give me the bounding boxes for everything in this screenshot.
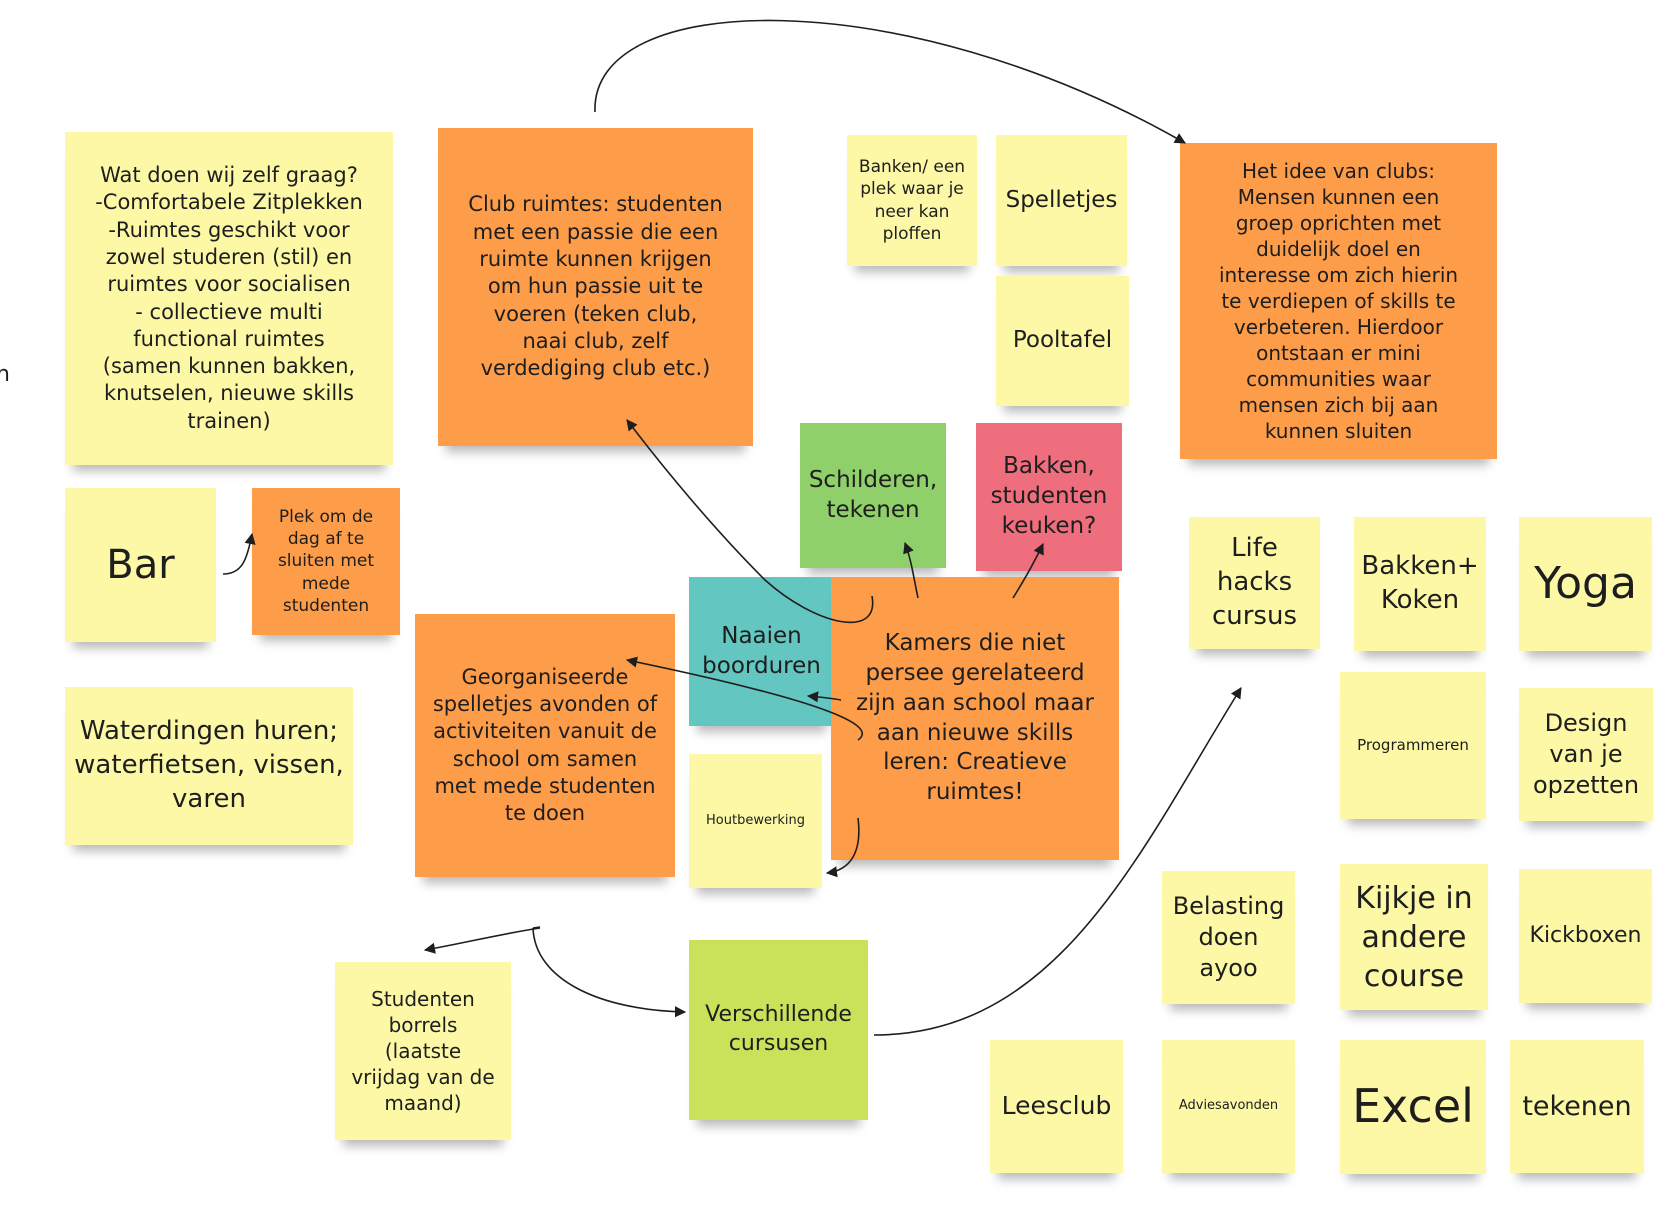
sticky-note-belasting[interactable]: Belasting doen ayoo [1162,871,1295,1004]
sticky-note-plek-om-de-dag[interactable]: Plek om de dag af te sluiten met mede st… [252,488,400,635]
sticky-note-houtbewerking[interactable]: Houtbewerking [689,754,822,888]
sticky-note-tekenen[interactable]: tekenen [1510,1040,1644,1173]
sticky-note-yoga[interactable]: Yoga [1519,517,1652,651]
sticky-note-kamers[interactable]: Kamers die niet persee gerelateerd zijn … [831,577,1119,860]
connector-club-to-idee[interactable] [594,19,1186,144]
sticky-note-programmeren[interactable]: Programmeren [1340,672,1486,819]
sticky-note-kickboxen[interactable]: Kickboxen [1519,869,1652,1003]
connector-georganiseerde-to-cursusen[interactable] [532,927,687,1018]
sticky-note-excel[interactable]: Excel [1340,1040,1486,1174]
connector-bar-to-plek[interactable] [222,532,256,575]
sticky-note-georganiseerde[interactable]: Georganiseerde spelletjes avonden of act… [415,614,675,877]
sticky-note-idee-clubs[interactable]: Het idee van clubs: Mensen kunnen een gr… [1180,143,1497,459]
sticky-note-studenten-borrels[interactable]: Studenten borrels (laatste vrijdag van d… [335,962,511,1140]
sticky-note-club-ruimtes[interactable]: Club ruimtes: studenten met een passie d… [438,128,753,446]
sticky-note-spelletjes[interactable]: Spelletjes [996,135,1127,266]
sticky-note-banken[interactable]: Banken/ een plek waar je neer kan ploffe… [847,135,977,266]
sticky-note-bakken-koken[interactable]: Bakken+ Koken [1354,517,1486,651]
sticky-note-bar[interactable]: Bar [65,488,216,642]
sticky-note-verschillende-cursusen[interactable]: Verschillende cursusen [689,940,868,1120]
sticky-note-leesclub[interactable]: Leesclub [990,1040,1123,1173]
sticky-note-life-hacks[interactable]: Life hacks cursus [1189,517,1320,649]
connector-split-line [532,926,541,929]
sticky-note-bakken-keuken[interactable]: Bakken, studenten keuken? [976,423,1122,571]
sticky-note-kijkje[interactable]: Kijkje in andere course [1340,864,1488,1010]
sticky-note-pooltafel[interactable]: Pooltafel [996,276,1129,406]
sticky-note-naaien[interactable]: Naaien boorduren [689,577,834,726]
sticky-note-adviesavonden[interactable]: Adviesavonden [1162,1040,1295,1173]
sticky-note-design[interactable]: Design van je opzetten [1519,688,1653,821]
sticky-note-waterdingen[interactable]: Waterdingen huren; waterfietsen, vissen,… [65,687,353,845]
connector-georganiseerde-to-borrels[interactable] [423,927,541,954]
cut-off-text: n [0,362,10,387]
sticky-note-schilderen[interactable]: Schilderen, tekenen [800,423,946,568]
sticky-note-wat-doen-wij[interactable]: Wat doen wij zelf graag? -Comfortabele Z… [65,132,393,465]
